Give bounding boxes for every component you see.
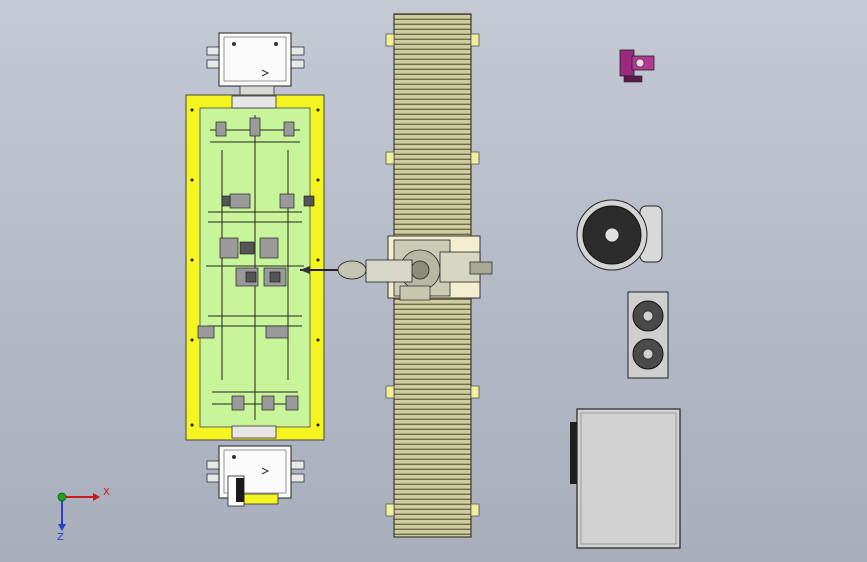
welding-fixture[interactable]	[185, 94, 325, 441]
bottom-turntable-motor[interactable]	[206, 445, 305, 507]
axis-x-label: X	[103, 487, 110, 498]
welding-power-cabinet[interactable]	[570, 408, 681, 549]
gas-cylinder-rack[interactable]	[627, 291, 669, 379]
axis-z-label: Z	[57, 532, 64, 543]
top-turntable-motor[interactable]	[206, 32, 305, 97]
tool-cleaning-station[interactable]	[619, 49, 655, 83]
wire-drum[interactable]	[576, 199, 663, 271]
coordinate-triad	[57, 492, 100, 531]
welding-robot[interactable]	[300, 235, 493, 301]
